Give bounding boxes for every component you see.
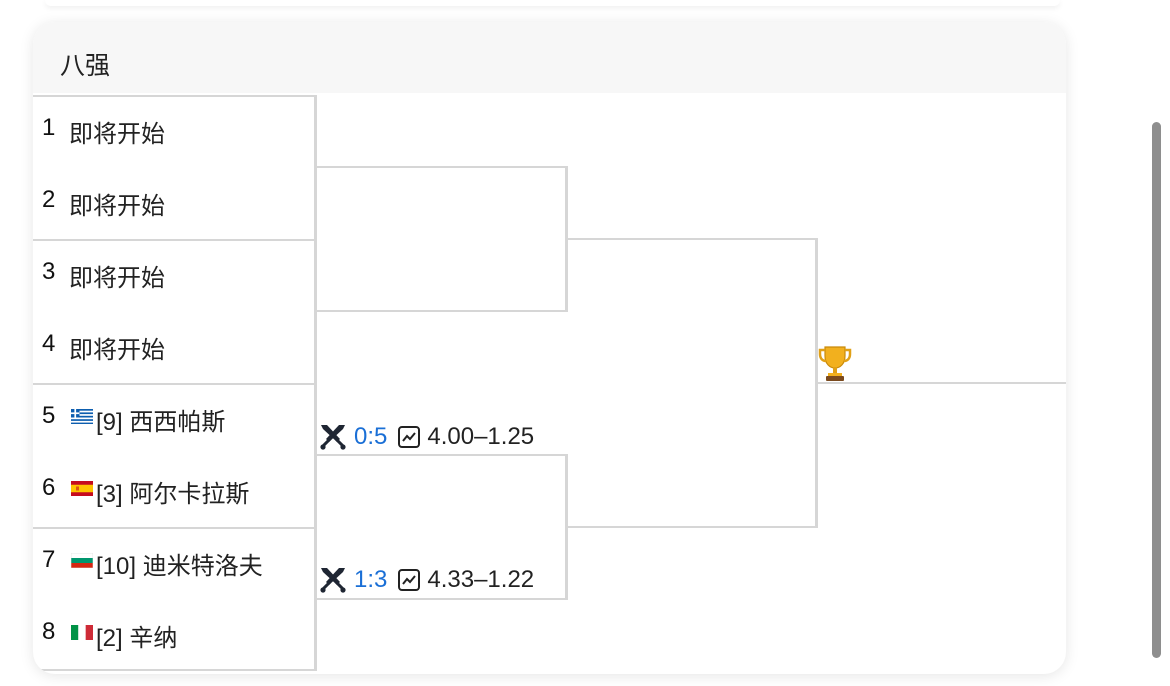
bracket-line [316, 166, 567, 168]
card-header: 八强 [33, 22, 1066, 93]
player-name: 即将开始 [69, 121, 165, 148]
player-seed: 3 [42, 258, 56, 285]
bracket-line [817, 382, 1066, 384]
bracket-line [565, 166, 568, 312]
bulgaria-flag-icon [71, 553, 93, 568]
match-score-1[interactable]: 0:5 4.00–1.25 [318, 422, 534, 452]
bracket-line [33, 527, 316, 529]
score-value: 0:5 [354, 423, 388, 450]
bracket-line [316, 598, 567, 600]
score-value: 1:3 [354, 566, 388, 593]
line-chart-icon [398, 569, 421, 591]
bracket-line [316, 454, 567, 456]
player-row-7[interactable]: 7 [10] 迪米特洛夫 [33, 526, 315, 598]
player-seed: 8 [42, 618, 56, 645]
previous-card-edge [45, 0, 1060, 6]
scrollbar[interactable] [1152, 122, 1161, 658]
player-name: [3] 阿尔卡拉斯 [96, 481, 250, 508]
trophy-icon [818, 346, 852, 381]
player-row-2[interactable]: 2 即将开始 [33, 166, 315, 238]
bracket-line [565, 454, 568, 600]
line-chart-icon [398, 426, 421, 448]
bracket-line [567, 526, 817, 528]
bracket-line [33, 669, 316, 671]
player-row-8[interactable]: 8 [2] 辛纳 [33, 598, 315, 670]
spain-flag-icon [71, 481, 93, 496]
player-seed: 1 [42, 114, 56, 141]
crossed-swords-icon [320, 425, 346, 450]
odds-value: 4.33–1.22 [427, 566, 535, 593]
greece-flag-icon [71, 409, 93, 424]
crossed-swords-icon [320, 568, 346, 593]
bracket-line [316, 310, 567, 312]
bracket-line [33, 383, 316, 385]
bracket-line [33, 95, 316, 97]
player-seed: 6 [42, 474, 56, 501]
player-row-6[interactable]: 6 [3] 阿尔卡拉斯 [33, 454, 315, 526]
player-row-1[interactable]: 1 即将开始 [33, 94, 315, 166]
italy-flag-icon [71, 625, 93, 640]
player-row-4[interactable]: 4 即将开始 [33, 310, 315, 382]
bracket-line [567, 238, 817, 240]
bracket-line [314, 95, 317, 671]
player-seed: 2 [42, 186, 56, 213]
bracket-card: 八强 1 即将开始 2 即将开始 3 即将开始 4 即将开始 5 [9] 西西帕… [33, 22, 1066, 674]
player-name: 即将开始 [69, 193, 165, 220]
player-seed: 5 [42, 402, 56, 429]
player-name: [2] 辛纳 [96, 625, 178, 652]
round-title: 八强 [60, 52, 111, 80]
player-name: 即将开始 [69, 337, 165, 364]
player-name: 即将开始 [69, 265, 165, 292]
player-name: [9] 西西帕斯 [96, 409, 226, 436]
player-seed: 7 [42, 546, 56, 573]
match-score-2[interactable]: 1:3 4.33–1.22 [318, 565, 534, 595]
bracket-line [815, 238, 818, 528]
odds-value: 4.00–1.25 [427, 423, 535, 450]
player-row-3[interactable]: 3 即将开始 [33, 238, 315, 310]
player-row-5[interactable]: 5 [9] 西西帕斯 [33, 382, 315, 454]
bracket-line [33, 239, 316, 241]
player-name: [10] 迪米特洛夫 [96, 553, 263, 580]
player-seed: 4 [42, 330, 56, 357]
